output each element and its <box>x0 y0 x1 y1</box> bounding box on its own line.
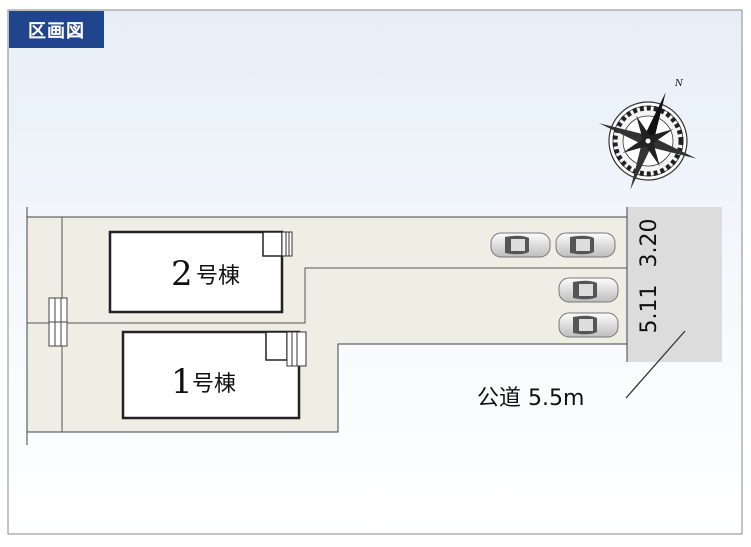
compass-icon <box>599 92 697 190</box>
road-label: 公道 5.5m <box>477 386 584 411</box>
building-2 <box>108 230 293 314</box>
lot-2-number: 2 <box>171 254 193 294</box>
lot-1-label: 号棟 <box>192 372 236 397</box>
road-leader-line <box>625 330 686 399</box>
lot-1-number: 1 <box>171 362 193 402</box>
utility-box <box>48 297 68 347</box>
car-parking-4 <box>558 312 619 338</box>
building-1 <box>121 330 307 420</box>
compass-north-label: N <box>674 79 684 89</box>
title-badge: 区画図 <box>9 11 104 48</box>
dimension-upper: 3.20 <box>637 219 662 268</box>
dimension-lower: 5.11 <box>637 285 662 334</box>
car-parking-1 <box>490 232 551 258</box>
car-parking-2 <box>555 232 616 258</box>
car-parking-3 <box>558 277 619 303</box>
lot-2-label: 号棟 <box>196 264 240 289</box>
public-road <box>627 207 722 362</box>
